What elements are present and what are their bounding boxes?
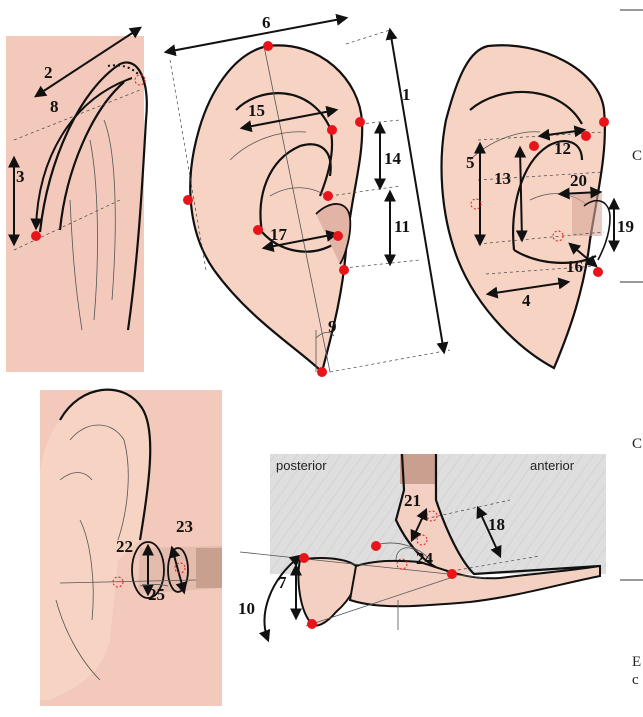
measure-label-21: 21 <box>404 491 421 510</box>
label-anterior: anterior <box>530 458 575 473</box>
measure-label-23: 23 <box>176 517 193 536</box>
measure-label-3: 3 <box>16 167 25 186</box>
measure-label-10: 10 <box>238 599 255 618</box>
measure-label-11: 11 <box>394 217 410 236</box>
measure-label-25: 25 <box>148 585 165 604</box>
measure-label-17: 17 <box>270 225 288 244</box>
measure-label-5: 5 <box>466 153 475 172</box>
measure-label-19: 19 <box>617 217 634 236</box>
panel-lateral-view: 6 1 15 14 11 17 9 <box>166 13 450 377</box>
measure-label-12: 12 <box>554 139 571 158</box>
measure-label-22: 22 <box>116 537 133 556</box>
measure-label-6: 6 <box>262 13 271 32</box>
label-posterior: posterior <box>276 458 327 473</box>
panel-cross-section: posterior anterior 21 18 24 7 10 <box>238 454 606 640</box>
measure-label-7: 7 <box>278 573 287 592</box>
right-margin: C C E c <box>620 10 643 688</box>
panel-canal-view: 22 23 25 <box>40 390 222 706</box>
measure-label-9: 9 <box>328 317 337 336</box>
margin-text-c1: C <box>632 148 642 164</box>
measure-label-13: 13 <box>494 169 511 188</box>
measure-label-15: 15 <box>248 101 265 120</box>
margin-text-c2: C <box>632 436 642 452</box>
measure-label-14: 14 <box>384 149 402 168</box>
measure-label-4: 4 <box>522 291 531 310</box>
measure-label-20: 20 <box>570 171 587 190</box>
measure-label-24: 24 <box>416 549 434 568</box>
panel-lateral-detail: 5 13 12 20 19 16 4 <box>442 45 634 368</box>
margin-text-c3: c <box>632 672 639 688</box>
margin-text-e: E <box>632 654 641 670</box>
measure-label-16: 16 <box>566 257 583 276</box>
measure-label-1: 1 <box>402 85 411 104</box>
measure-label-18: 18 <box>488 515 505 534</box>
measure-label-2: 2 <box>44 63 53 82</box>
measure-label-8: 8 <box>50 97 59 116</box>
panel-side-view: 2 8 3 <box>6 28 147 372</box>
